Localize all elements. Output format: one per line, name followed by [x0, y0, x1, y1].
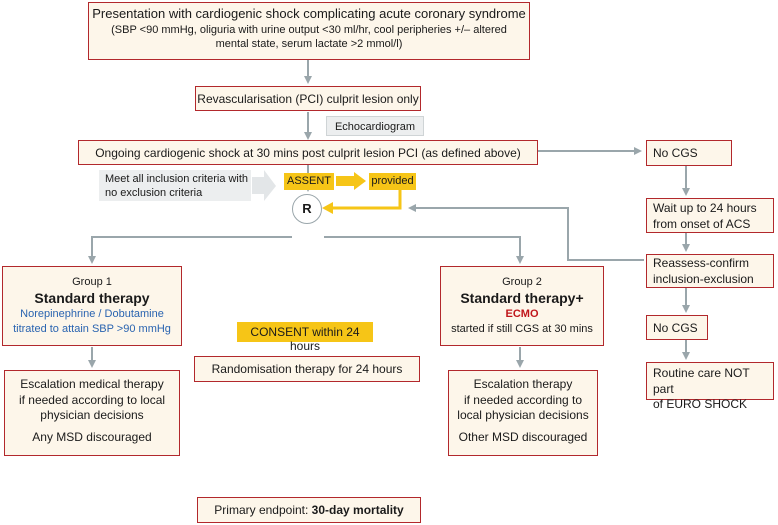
provided-to-r-arrow	[330, 190, 402, 210]
criteria-box: Meet all inclusion criteria with no excl…	[99, 170, 251, 201]
wait-line-1: Wait up to 24 hours	[653, 201, 757, 215]
reassess-line-2: inclusion-exclusion	[653, 271, 754, 286]
provided-badge: provided	[369, 173, 416, 190]
arrow-r-to-group2	[324, 236, 524, 264]
echocardiogram-label: Echocardiogram	[334, 121, 416, 133]
primary-endpoint-prefix: Primary endpoint:	[214, 503, 312, 517]
escalation-group2-box: Escalation therapy if needed according t…	[448, 370, 598, 456]
primary-endpoint-box: Primary endpoint: 30-day mortality	[197, 497, 421, 523]
routine-line-1: Routine care NOT part	[653, 366, 750, 396]
group2-note: started if still CGS at 30 mins	[451, 322, 593, 335]
randomisation-label: R	[302, 201, 312, 216]
escalation1-line-3: physician decisions	[40, 408, 144, 423]
group1-drugs-2: titrated to attain SBP >90 mmHg	[13, 322, 171, 335]
wait-box: Wait up to 24 hours from onset of ACS	[646, 198, 774, 233]
ongoing-shock-box: Ongoing cardiogenic shock at 30 mins pos…	[78, 140, 538, 165]
routine-care-box: Routine care NOT part of EURO SHOCK	[646, 362, 774, 411]
escalation2-line-1: Escalation therapy	[473, 377, 573, 391]
provided-label: provided	[371, 175, 414, 187]
consent-label: CONSENT within 24 hours	[250, 325, 360, 353]
group2-box: Group 2 Standard therapy+ ECMO started i…	[440, 266, 604, 346]
routine-line-2: of EURO SHOCK	[653, 397, 748, 412]
echocardiogram-box: Echocardiogram	[326, 116, 424, 136]
arrow-reassess-loop-to-r	[408, 204, 644, 261]
presentation-detail-2: mental state, serum lactate >2 mmol/l)	[215, 38, 403, 51]
reassess-box: Reassess-confirm inclusion-exclusion	[646, 254, 774, 288]
presentation-detail-1: (SBP <90 mmHg, oliguria with urine outpu…	[111, 23, 507, 36]
escalation2-line-2: if needed according to	[463, 392, 583, 407]
primary-endpoint-value: 30-day mortality	[311, 503, 404, 517]
randomisation-node: R	[292, 194, 322, 224]
group1-drugs-1: Norepinephrine / Dobutamine	[20, 308, 164, 321]
randomisation-therapy-label: Randomisation therapy for 24 hours	[211, 362, 403, 376]
no-cgs-label-1: No CGS	[653, 146, 698, 160]
revascularisation-box: Revascularisation (PCI) culprit lesion o…	[195, 86, 421, 111]
randomisation-therapy-box: Randomisation therapy for 24 hours	[194, 356, 420, 382]
escalation1-line-4: Any MSD discouraged	[32, 429, 152, 444]
consent-badge: CONSENT within 24 hours	[237, 322, 373, 353]
group2-label: Group 2	[502, 276, 542, 288]
no-cgs-label-2: No CGS	[653, 321, 698, 335]
escalation-group1-box: Escalation medical therapy if needed acc…	[4, 370, 180, 456]
wait-line-2: from onset of ACS	[653, 216, 751, 231]
escalation2-line-3: local physician decisions	[457, 408, 589, 423]
reassess-line-1: Reassess-confirm	[653, 256, 750, 270]
criteria-line-1: Meet all inclusion criteria with	[105, 173, 249, 185]
ongoing-shock-label: Ongoing cardiogenic shock at 30 mins pos…	[95, 146, 521, 160]
assent-arrow	[336, 172, 366, 190]
no-cgs-box-2: No CGS	[646, 315, 708, 340]
arrow-r-to-group1	[88, 236, 292, 264]
presentation-title: Presentation with cardiogenic shock comp…	[92, 6, 526, 21]
criteria-line-2: no exclusion criteria	[105, 187, 203, 200]
revascularisation-label: Revascularisation (PCI) culprit lesion o…	[197, 92, 419, 106]
group2-title: Standard therapy+	[460, 290, 584, 307]
criteria-block-arrow	[252, 170, 276, 201]
escalation1-line-1: Escalation medical therapy	[20, 377, 164, 391]
group1-box: Group 1 Standard therapy Norepinephrine …	[2, 266, 182, 346]
assent-label: ASSENT	[286, 175, 331, 187]
group2-device: ECMO	[505, 308, 539, 321]
group1-label: Group 1	[72, 276, 112, 288]
escalation2-line-4: Other MSD discouraged	[458, 429, 588, 444]
presentation-box: Presentation with cardiogenic shock comp…	[88, 2, 530, 60]
assent-badge: ASSENT	[284, 173, 334, 190]
escalation1-line-2: if needed according to local	[18, 392, 166, 407]
group1-title: Standard therapy	[34, 290, 150, 307]
no-cgs-box-1: No CGS	[646, 140, 732, 166]
